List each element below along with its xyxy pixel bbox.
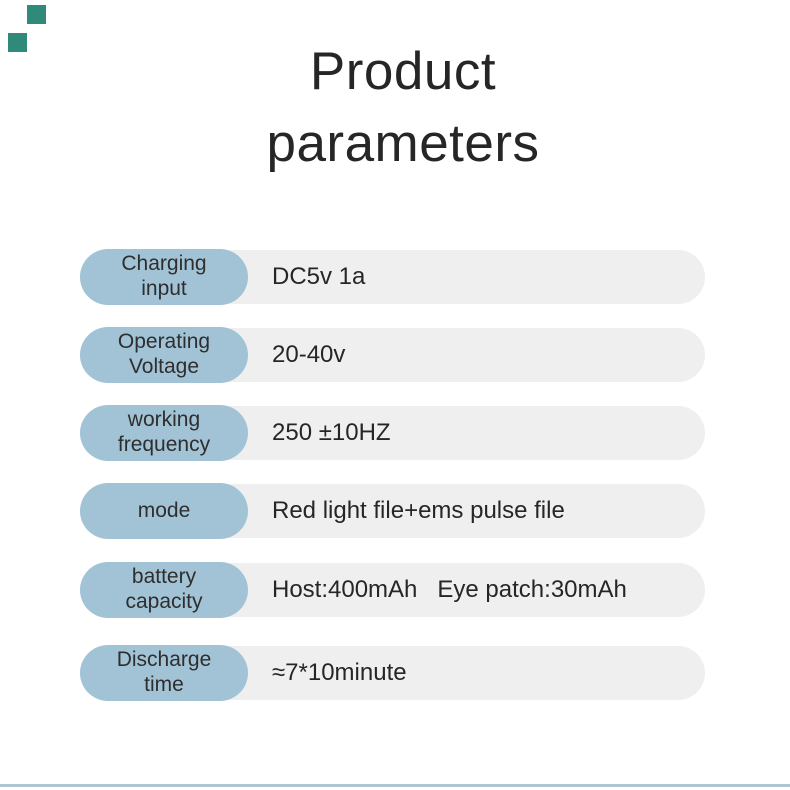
page-title-line1: Product <box>309 42 497 101</box>
parameter-value: 20-40v <box>272 341 346 368</box>
parameter-label-pill: Operating Voltage <box>80 327 248 383</box>
parameters-list: Charging input DC5v 1a Operating Voltage… <box>80 249 705 710</box>
parameter-row-charging-input: Charging input DC5v 1a <box>80 249 705 305</box>
parameter-row-battery-capacity: battery capacity Host:400mAh Eye patch:3… <box>80 562 705 618</box>
parameter-row-discharge-time: Discharge time ≈7*10minute <box>80 645 705 701</box>
parameter-label-pill: battery capacity <box>80 562 248 618</box>
parameter-value: DC5v 1a <box>272 263 366 290</box>
parameter-row-operating-voltage: Operating Voltage 20-40v <box>80 327 705 383</box>
parameter-label-pill: Discharge time <box>80 645 248 701</box>
page-title-line2: parameters <box>266 114 540 173</box>
parameter-value: 250 ±10HZ <box>272 419 391 446</box>
parameter-label-pill: working frequency <box>80 405 248 461</box>
parameter-value: Red light file+ems pulse file <box>272 497 565 524</box>
parameter-value: ≈7*10minute <box>272 659 407 686</box>
parameter-label-pill: mode <box>80 483 248 539</box>
accent-square-icon <box>8 33 27 52</box>
parameter-row-mode: mode Red light file+ems pulse file <box>80 483 705 539</box>
accent-square-icon <box>27 5 46 24</box>
parameter-value: Host:400mAh Eye patch:30mAh <box>272 576 627 603</box>
parameter-row-working-frequency: working frequency 250 ±10HZ <box>80 405 705 461</box>
bottom-divider <box>0 784 790 787</box>
page-title: Product parameters <box>8 36 790 180</box>
parameter-label-pill: Charging input <box>80 249 248 305</box>
